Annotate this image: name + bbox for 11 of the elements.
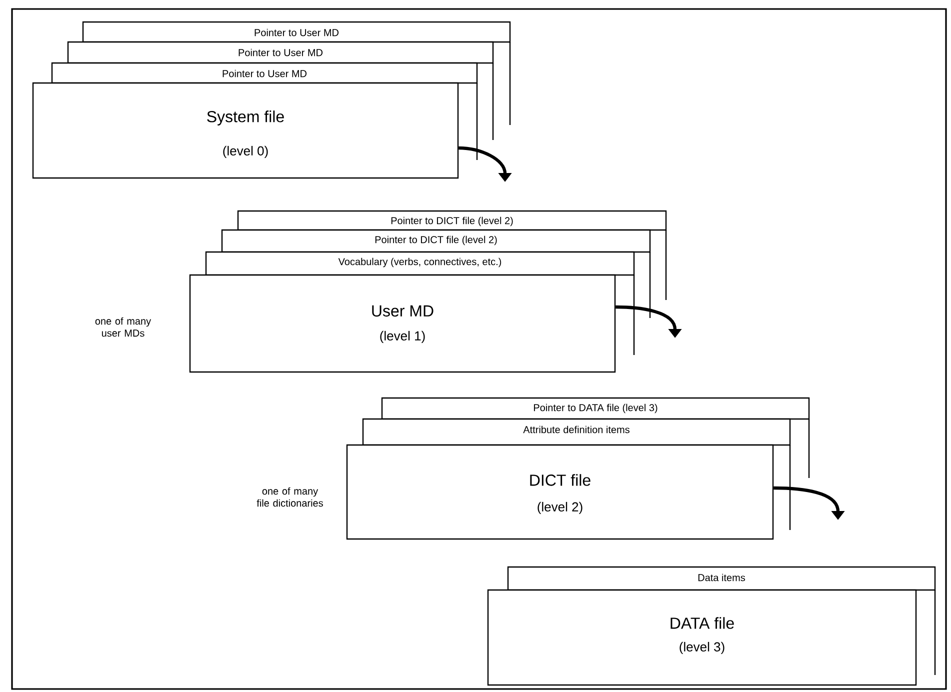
page-box: Attribute definition items [362,418,791,446]
page-box: Vocabulary (verbs, connectives, etc.) [205,251,635,276]
side-note: one of many user MDs [95,317,152,337]
page-box: Pointer to DICT file (level 2) [237,210,667,231]
side-note: one of many file dictionaries [256,487,323,507]
page-box: Pointer to User MD [67,41,494,64]
page-box: Pointer to User MD [51,62,478,84]
page-box: Data items [507,566,936,591]
page-box: Pointer to DATA file (level 3) [381,397,810,420]
page-box: Pointer to User MD [82,21,511,43]
page-box: Pointer to DICT file (level 2) [221,229,651,253]
